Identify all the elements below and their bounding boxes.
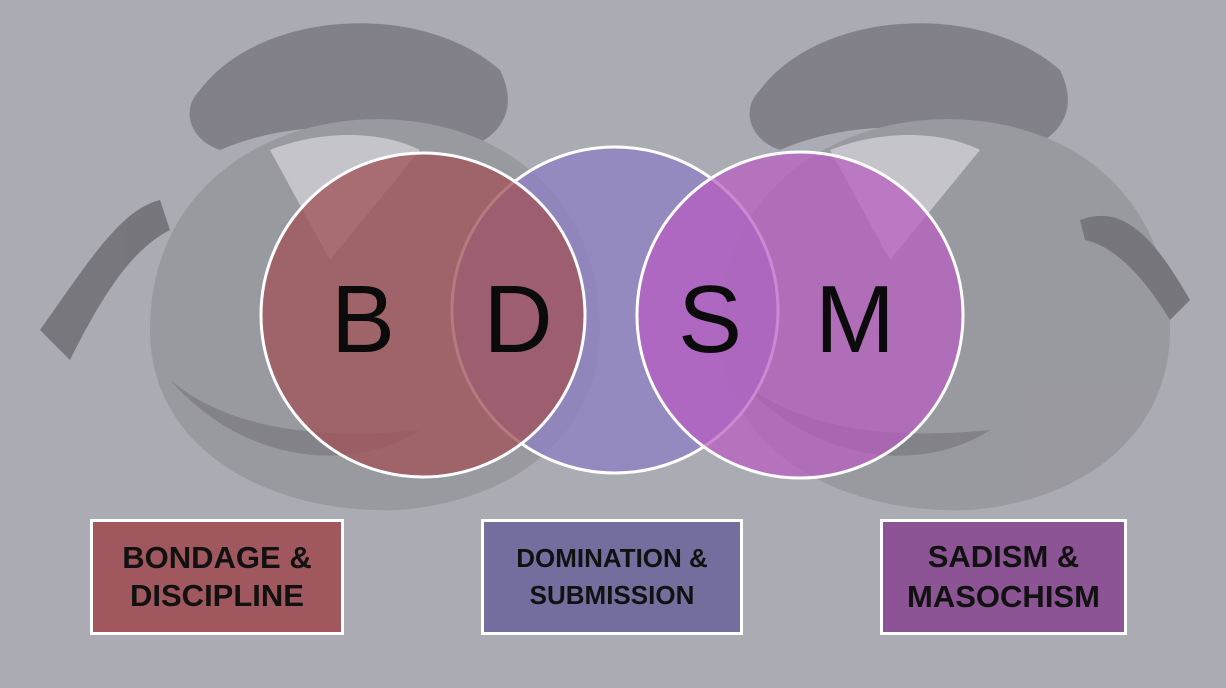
label-bondage-discipline: BONDAGE & DISCIPLINE <box>90 519 344 635</box>
label-domination-line2: SUBMISSION <box>529 580 695 610</box>
letter-s: S <box>678 266 742 373</box>
letter-m: M <box>815 266 895 373</box>
circle-sadism-masochism <box>635 150 965 480</box>
label-domination-submission: DOMINATION & SUBMISSION <box>481 519 743 635</box>
letter-b: B <box>331 266 395 373</box>
label-bondage-line2: DISCIPLINE <box>130 578 304 613</box>
label-domination-line1: DOMINATION & <box>516 543 708 573</box>
letter-d: D <box>483 266 552 373</box>
label-sadism-masochism: SADISM & MASOCHISM <box>880 519 1127 635</box>
circle-bondage-discipline <box>259 151 587 479</box>
label-bondage-line1: BONDAGE & <box>122 540 312 575</box>
label-sadism-line1: SADISM & <box>927 539 1080 574</box>
label-sadism-line2: MASOCHISM <box>907 579 1100 614</box>
